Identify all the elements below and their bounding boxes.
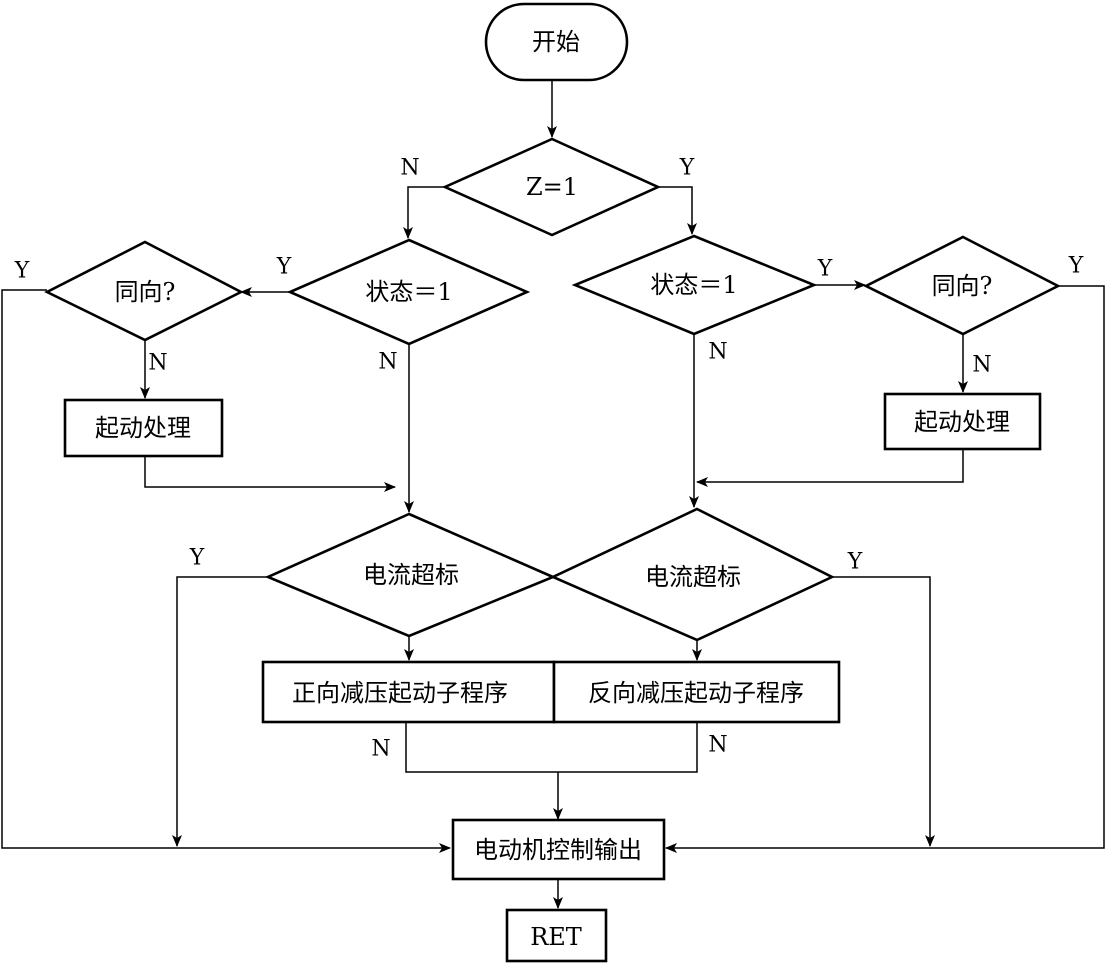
process-forward-sub-label: 正向减压起动子程序: [292, 679, 508, 707]
decision-state-right: 状态＝1: [571, 234, 818, 336]
edge-current-left-yes: [172, 576, 268, 847]
label-state-left-yes: Y: [276, 255, 292, 280]
label-z-yes: Y: [679, 156, 695, 181]
connectors: [1, 80, 1105, 909]
label-current-right-yes: Y: [847, 550, 863, 575]
decision-state-left: 状态＝1: [286, 238, 531, 346]
edge-same-left-yes: [1, 289, 451, 853]
decision-same-dir-left-label: 同向?: [115, 278, 176, 306]
decision-state-right-label: 状态＝1: [650, 271, 737, 299]
decision-same-dir-right-label: 同向?: [932, 272, 993, 300]
process-forward-sub: 正向减压起动子程序: [261, 660, 556, 724]
start-label: 开始: [532, 28, 580, 56]
edge-z-yes: [658, 186, 697, 235]
process-start-right-label: 起动处理: [914, 408, 1010, 436]
label-state-right-no: N: [708, 340, 727, 365]
label-same-right-no: N: [972, 353, 991, 378]
label-current-left-yes: Y: [189, 546, 205, 571]
label-same-left-no: N: [148, 351, 167, 376]
edge-current-right-yes: [832, 576, 935, 847]
decision-z-label: Z=1: [526, 173, 578, 201]
decision-z: Z=1: [441, 137, 662, 237]
label-forward-no: N: [371, 737, 390, 762]
edge-labels: N Y Y N Y N Y N Y N Y Y N N: [14, 156, 1084, 762]
label-z-no: N: [400, 156, 419, 181]
decision-state-left-label: 状态＝1: [365, 278, 452, 306]
edge-start-proc-left-out: [144, 457, 396, 492]
decision-same-dir-right: 同向?: [863, 235, 1061, 336]
label-same-left-yes: Y: [14, 259, 30, 284]
decision-same-dir-left: 同向?: [44, 240, 244, 342]
decision-current-right: 电流超标: [549, 507, 835, 642]
ret-box: RET: [505, 908, 608, 963]
process-motor-output: 电动机控制输出: [451, 818, 666, 881]
edge-same-right-yes: [665, 285, 1105, 853]
decision-current-left: 电流超标: [264, 512, 557, 638]
process-start-right: 起动处理: [883, 392, 1042, 451]
decision-current-right-label: 电流超标: [645, 563, 741, 591]
process-reverse-sub-label: 反向减压起动子程序: [588, 679, 804, 707]
ret-label: RET: [530, 923, 582, 951]
process-motor-output-label: 电动机控制输出: [474, 836, 642, 864]
process-start-left-label: 起动处理: [95, 414, 191, 442]
start-terminal: 开始: [484, 2, 629, 82]
process-start-left: 起动处理: [63, 398, 224, 458]
edge-subs-merge: [405, 723, 698, 773]
edge-z-no: [403, 186, 445, 239]
label-state-left-no: N: [378, 350, 397, 375]
edge-start-proc-right-out: [696, 449, 964, 487]
process-reverse-sub: 反向减压起动子程序: [552, 660, 841, 724]
label-same-right-yes: Y: [1068, 254, 1084, 279]
decision-current-left-label: 电流超标: [363, 561, 459, 589]
label-state-right-yes: Y: [817, 257, 833, 282]
label-reverse-no: N: [708, 733, 727, 758]
